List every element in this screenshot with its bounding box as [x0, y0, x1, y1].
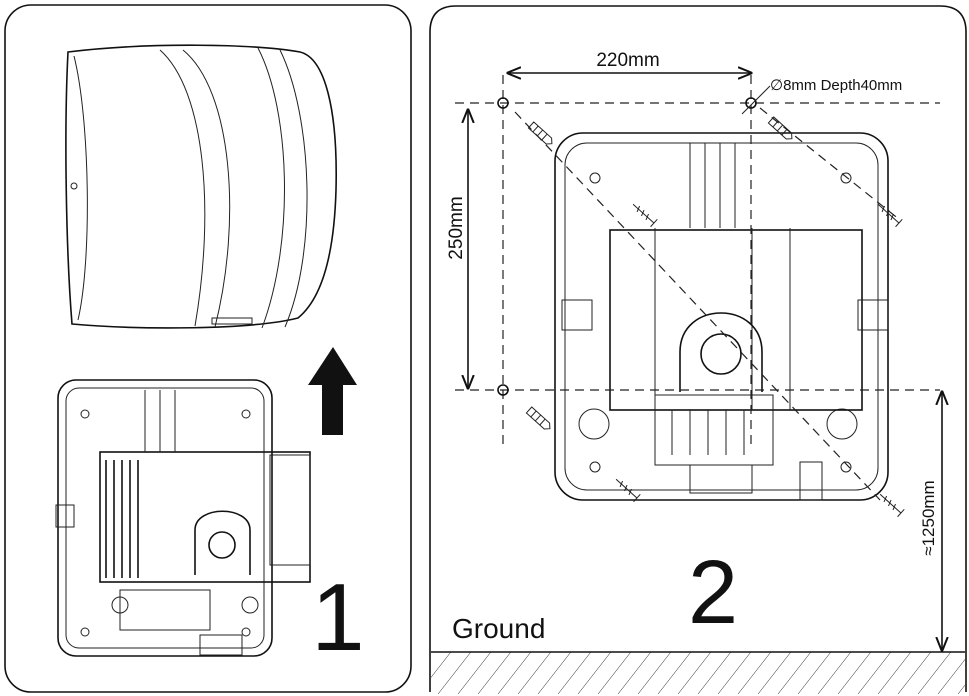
wall-plug-icon — [525, 406, 551, 430]
step-number-2: 2 — [688, 543, 738, 643]
ground-height-dimension: ≈1250mm — [919, 392, 942, 650]
screw-icon — [879, 493, 905, 518]
panel-step-2: 220mm 250mm ∅8mm Depth40mm ≈1250mm Groun… — [429, 5, 967, 694]
screw-icon — [632, 203, 658, 228]
drill-holes — [497, 85, 771, 396]
ground-height-label: ≈1250mm — [919, 480, 938, 555]
hole-center-lines — [455, 75, 940, 501]
screw-icon — [615, 478, 641, 503]
wall-plugs-and-screws — [525, 116, 905, 518]
hole-top-right — [745, 97, 757, 109]
panel-2-frame — [429, 5, 967, 692]
hole-bottom-left — [497, 384, 509, 396]
hole-top-left — [497, 97, 509, 109]
up-arrow-icon — [308, 347, 357, 435]
wall-plug-icon — [767, 116, 793, 140]
height-dimension: 250mm — [446, 110, 468, 388]
dryer-back-plate-illustration — [55, 379, 311, 657]
panel-step-1: 1 — [4, 4, 412, 693]
ground-hatch — [431, 651, 965, 694]
screw-icon — [877, 203, 903, 228]
width-label: 220mm — [596, 50, 659, 71]
hole-spec-label: ∅8mm Depth40mm — [770, 77, 902, 94]
step-number-1: 1 — [311, 564, 364, 671]
ground-label: Ground — [452, 613, 545, 644]
dryer-cover-illustration — [65, 44, 337, 329]
cover-screw-icon — [70, 182, 78, 190]
wall-plug-icon — [527, 121, 553, 145]
width-dimension: 220mm — [508, 50, 751, 73]
wall-plate-illustration — [554, 132, 889, 501]
height-label: 250mm — [446, 196, 467, 259]
panel-1-frame — [4, 4, 412, 693]
